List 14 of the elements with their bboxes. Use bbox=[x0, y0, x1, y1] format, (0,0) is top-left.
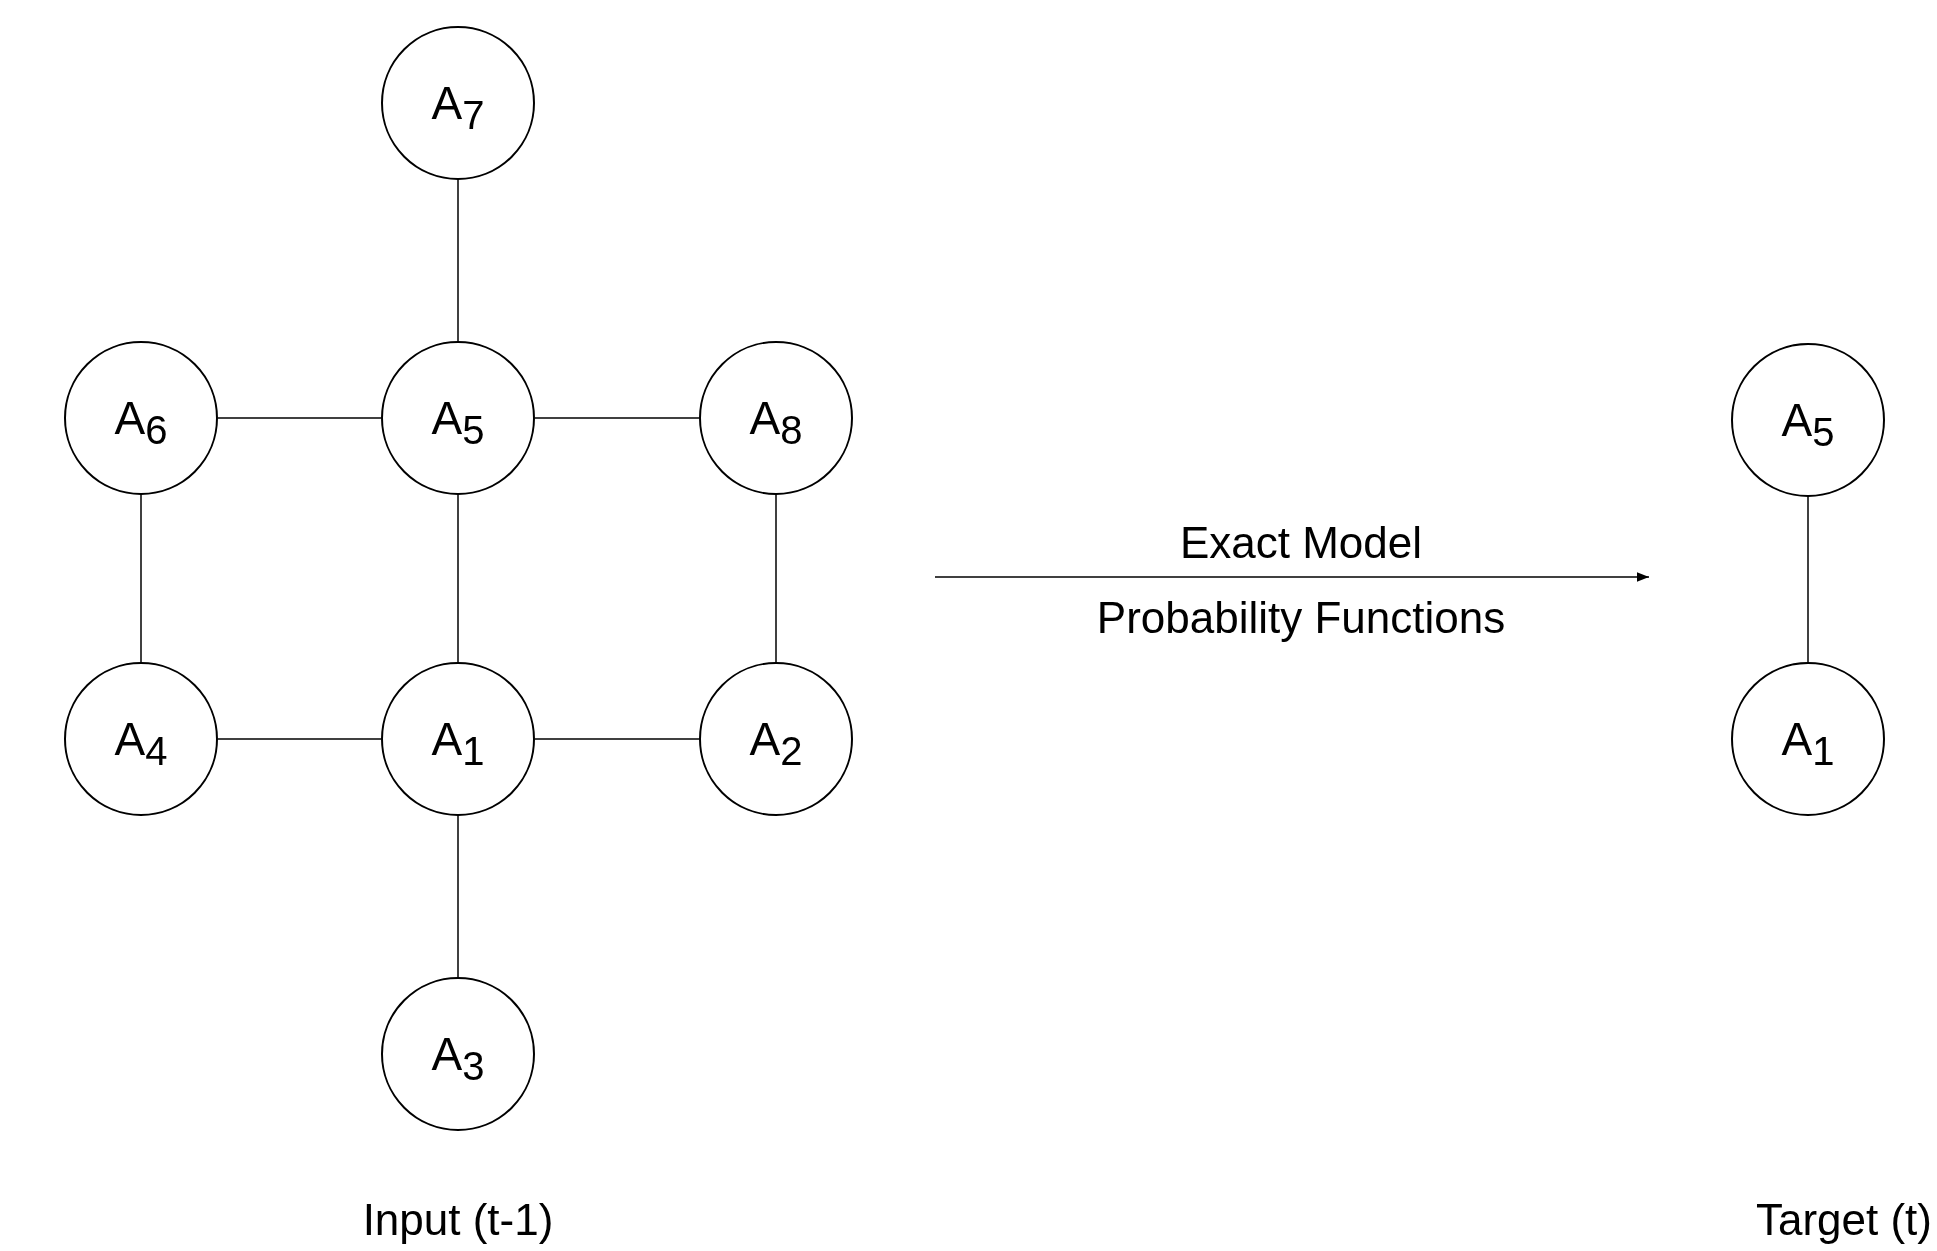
connector-line bbox=[1807, 496, 1809, 663]
caption-text: Probability Functions bbox=[1096, 596, 1506, 640]
connector-line bbox=[534, 417, 700, 419]
connector-line bbox=[457, 815, 459, 978]
connector-line bbox=[217, 738, 382, 740]
caption-text: Input (t-1) bbox=[362, 1198, 554, 1242]
connector-line bbox=[775, 494, 777, 663]
connector-line bbox=[534, 738, 700, 740]
connector-line bbox=[457, 494, 459, 663]
connector-line bbox=[217, 417, 382, 419]
connector-line bbox=[140, 494, 142, 663]
connector-line bbox=[457, 179, 459, 342]
caption-text: Exact Model bbox=[1179, 521, 1423, 565]
caption-text: Target (t) bbox=[1755, 1198, 1932, 1242]
